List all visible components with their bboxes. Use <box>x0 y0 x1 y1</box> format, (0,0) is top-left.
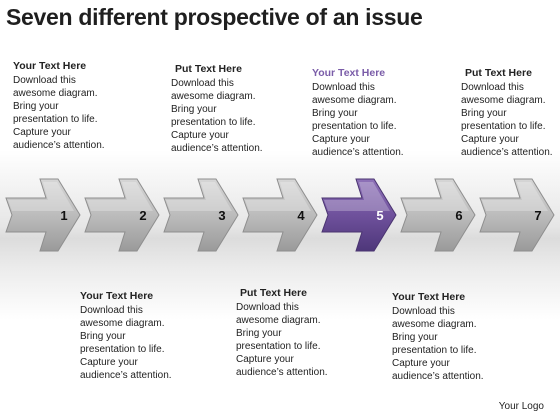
step-6-line: presentation to life. <box>392 345 477 356</box>
step-4-body: Download this awesome diagram. Bring you… <box>236 301 346 379</box>
arrow-5-shape <box>321 178 397 252</box>
step-3-line: audience’s attention. <box>171 143 263 154</box>
arrow-4-shine <box>245 182 311 211</box>
arrow-2-shape <box>84 178 160 252</box>
step-1-line: awesome diagram. <box>13 88 98 99</box>
step-2-line: Bring your <box>80 331 126 342</box>
arrow-5-number: 5 <box>376 208 383 223</box>
arrow-7-reflection <box>514 253 543 270</box>
step-2-line: Download this <box>80 305 143 316</box>
page-title: Seven different prospective of an issue <box>6 4 423 30</box>
step-5-heading: Your Text Here <box>312 67 386 79</box>
step-5-line: presentation to life. <box>312 121 397 132</box>
step-6-heading: Your Text Here <box>392 291 466 303</box>
step-2-heading: Your Text Here <box>80 290 154 302</box>
step-5-text: Your Text Here Download this awesome dia… <box>312 67 422 159</box>
step-6-body: Download this awesome diagram. Bring you… <box>392 305 502 383</box>
step-2-body: Download this awesome diagram. Bring you… <box>80 304 190 382</box>
arrow-6-shape <box>400 178 476 252</box>
step-2-text: Your Text Here Download this awesome dia… <box>80 290 190 382</box>
step-6-line: Download this <box>392 306 455 317</box>
step-4-line: Capture your <box>236 354 294 365</box>
step-3-line: Bring your <box>171 104 217 115</box>
step-4-text: Put Text Here Download this awesome diag… <box>236 287 346 379</box>
arrow-3-shape <box>163 178 239 252</box>
step-2-line: Capture your <box>80 357 138 368</box>
arrow-3-shine <box>166 182 232 211</box>
step-3-line: Capture your <box>171 130 229 141</box>
step-7-line: audience’s attention. <box>461 147 553 158</box>
arrow-3-reflection <box>198 253 227 270</box>
step-5-line: awesome diagram. <box>312 95 397 106</box>
arrow-1-shine <box>8 182 74 211</box>
step-7-body: Download this awesome diagram. Bring you… <box>461 81 560 159</box>
arrow-5-reflection <box>356 253 385 270</box>
step-6-line: Bring your <box>392 332 438 343</box>
step-1-body: Download this awesome diagram. Bring you… <box>13 74 123 152</box>
arrow-2-shine <box>87 182 153 211</box>
arrow-7-number: 7 <box>534 208 541 223</box>
arrow-4-reflection <box>277 253 306 270</box>
step-5-body: Download this awesome diagram. Bring you… <box>312 81 422 159</box>
arrow-1-number: 1 <box>60 208 67 223</box>
step-7-line: awesome diagram. <box>461 95 546 106</box>
step-7-heading: Put Text Here <box>465 67 532 79</box>
arrow-2-reflection <box>119 253 148 270</box>
step-6-line: Capture your <box>392 358 450 369</box>
step-1-line: Capture your <box>13 127 71 138</box>
step-2-line: audience’s attention. <box>80 370 172 381</box>
arrow-5-shine <box>324 182 390 211</box>
step-3-line: presentation to life. <box>171 117 256 128</box>
step-3-text: Put Text Here Download this awesome diag… <box>171 63 281 155</box>
step-4-line: audience’s attention. <box>236 367 328 378</box>
arrow-7-shine <box>482 182 548 211</box>
step-5-line: audience’s attention. <box>312 147 404 158</box>
step-3-line: Download this <box>171 78 234 89</box>
step-1-text: Your Text Here Download this awesome dia… <box>13 60 123 152</box>
step-7-line: Capture your <box>461 134 519 145</box>
step-4-heading: Put Text Here <box>240 287 307 299</box>
step-1-line: Download this <box>13 75 76 86</box>
step-5-line: Bring your <box>312 108 358 119</box>
step-2-line: awesome diagram. <box>80 318 165 329</box>
step-7-line: presentation to life. <box>461 121 546 132</box>
arrow-6-shine <box>403 182 469 211</box>
arrow-2-number: 2 <box>139 208 146 223</box>
arrow-6-number: 6 <box>455 208 462 223</box>
step-1-heading: Your Text Here <box>13 60 87 72</box>
step-6-text: Your Text Here Download this awesome dia… <box>392 291 502 383</box>
arrow-chain: 1 2 3 4 5 6 7 <box>5 178 555 270</box>
step-3-line: awesome diagram. <box>171 91 256 102</box>
step-6-line: awesome diagram. <box>392 319 477 330</box>
arrow-4-shape <box>242 178 318 252</box>
arrow-1-shape <box>5 178 81 252</box>
step-2-line: presentation to life. <box>80 344 165 355</box>
logo-text: Your Logo <box>498 401 544 412</box>
step-7-line: Download this <box>461 82 524 93</box>
step-3-heading: Put Text Here <box>175 63 242 75</box>
arrow-7-shape <box>479 178 555 252</box>
step-7-text: Put Text Here Download this awesome diag… <box>461 67 560 159</box>
step-6-line: audience’s attention. <box>392 371 484 382</box>
step-1-line: audience’s attention. <box>13 140 105 151</box>
step-7-line: Bring your <box>461 108 507 119</box>
background-band <box>0 150 560 320</box>
step-3-body: Download this awesome diagram. Bring you… <box>171 77 281 155</box>
arrow-6-reflection <box>435 253 464 270</box>
step-5-line: Download this <box>312 82 375 93</box>
step-4-line: Bring your <box>236 328 282 339</box>
arrow-4-number: 4 <box>297 208 305 223</box>
step-4-line: Download this <box>236 302 299 313</box>
step-1-line: Bring your <box>13 101 59 112</box>
step-1-line: presentation to life. <box>13 114 98 125</box>
step-4-line: awesome diagram. <box>236 315 321 326</box>
arrow-3-number: 3 <box>218 208 225 223</box>
step-5-line: Capture your <box>312 134 370 145</box>
step-4-line: presentation to life. <box>236 341 321 352</box>
arrow-1-reflection <box>40 253 69 270</box>
